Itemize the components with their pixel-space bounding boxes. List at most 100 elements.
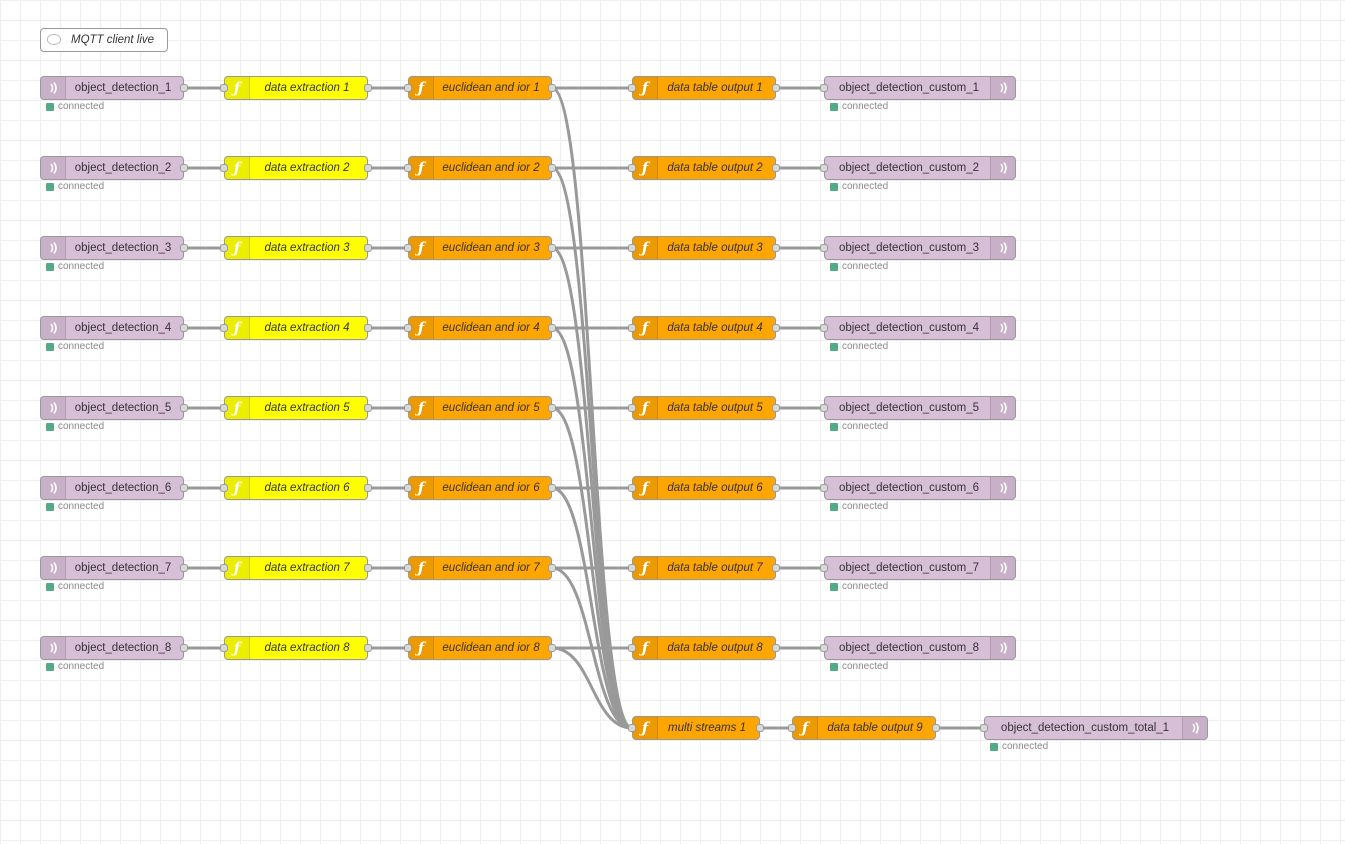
output-port[interactable]	[548, 404, 556, 412]
input-port[interactable]	[820, 84, 828, 92]
input-port[interactable]	[820, 644, 828, 652]
mqtt-out-node[interactable]: object_detection_custom_7	[820, 556, 1016, 580]
mqtt-out-node[interactable]: object_detection_custom_6	[820, 476, 1016, 500]
output-port[interactable]	[364, 564, 372, 572]
output-port[interactable]	[772, 84, 780, 92]
input-port[interactable]	[628, 84, 636, 92]
input-port[interactable]	[220, 644, 228, 652]
output-port[interactable]	[364, 484, 372, 492]
output-port[interactable]	[756, 724, 764, 732]
input-port[interactable]	[404, 84, 412, 92]
input-port[interactable]	[820, 484, 828, 492]
input-port[interactable]	[820, 324, 828, 332]
input-port[interactable]	[980, 724, 988, 732]
output-port[interactable]	[180, 564, 188, 572]
input-port[interactable]	[628, 164, 636, 172]
input-port[interactable]	[220, 84, 228, 92]
input-port[interactable]	[628, 404, 636, 412]
input-port[interactable]	[404, 644, 412, 652]
output-port[interactable]	[180, 244, 188, 252]
input-port[interactable]	[220, 244, 228, 252]
input-port[interactable]	[404, 164, 412, 172]
output-port[interactable]	[548, 84, 556, 92]
input-port[interactable]	[220, 164, 228, 172]
input-port[interactable]	[220, 564, 228, 572]
input-port[interactable]	[820, 404, 828, 412]
input-port[interactable]	[628, 564, 636, 572]
output-port[interactable]	[772, 484, 780, 492]
wire-to-multi-streams[interactable]	[551, 646, 633, 730]
input-port[interactable]	[820, 564, 828, 572]
output-port[interactable]	[364, 164, 372, 172]
output-port[interactable]	[364, 324, 372, 332]
mqtt-in-node[interactable]: object_detection_5	[40, 396, 188, 420]
output-port[interactable]	[364, 84, 372, 92]
mqtt-out-node[interactable]: object_detection_custom_3	[820, 236, 1016, 260]
output-port[interactable]	[772, 164, 780, 172]
input-port[interactable]	[628, 484, 636, 492]
output-port[interactable]	[364, 644, 372, 652]
output-port[interactable]	[772, 564, 780, 572]
input-port[interactable]	[404, 564, 412, 572]
mqtt-in-node[interactable]: object_detection_3	[40, 236, 188, 260]
input-port[interactable]	[404, 324, 412, 332]
output-port[interactable]	[932, 724, 940, 732]
input-port[interactable]	[220, 404, 228, 412]
output-port[interactable]	[364, 244, 372, 252]
input-port[interactable]	[628, 324, 636, 332]
output-port[interactable]	[772, 404, 780, 412]
output-port[interactable]	[364, 404, 372, 412]
input-port[interactable]	[820, 164, 828, 172]
output-port[interactable]	[180, 84, 188, 92]
mqtt-in-node[interactable]: object_detection_2	[40, 156, 188, 180]
wire-to-multi-streams[interactable]	[551, 486, 633, 730]
input-port[interactable]	[788, 724, 796, 732]
output-port[interactable]	[548, 644, 556, 652]
mqtt-out-node[interactable]: object_detection_custom_2	[820, 156, 1016, 180]
mqtt-in-node[interactable]: object_detection_4	[40, 316, 188, 340]
output-port[interactable]	[548, 244, 556, 252]
input-port[interactable]	[628, 724, 636, 732]
output-port[interactable]	[772, 644, 780, 652]
output-port[interactable]	[548, 164, 556, 172]
input-port[interactable]	[220, 484, 228, 492]
mqtt-out-node[interactable]: object_detection_custom_1	[820, 76, 1016, 100]
input-port[interactable]	[404, 244, 412, 252]
input-port[interactable]	[220, 324, 228, 332]
output-port[interactable]	[180, 324, 188, 332]
mqtt-out-node[interactable]: object_detection_custom_8	[820, 636, 1016, 660]
mqtt-out-total-node[interactable]: object_detection_custom_total_1	[980, 716, 1208, 740]
output-port[interactable]	[180, 164, 188, 172]
output-port[interactable]	[548, 484, 556, 492]
output-port[interactable]	[772, 244, 780, 252]
output-port[interactable]	[180, 484, 188, 492]
mqtt-in-node[interactable]: object_detection_1	[40, 76, 188, 100]
output-port[interactable]	[772, 324, 780, 332]
input-port[interactable]	[628, 644, 636, 652]
output-port[interactable]	[548, 564, 556, 572]
